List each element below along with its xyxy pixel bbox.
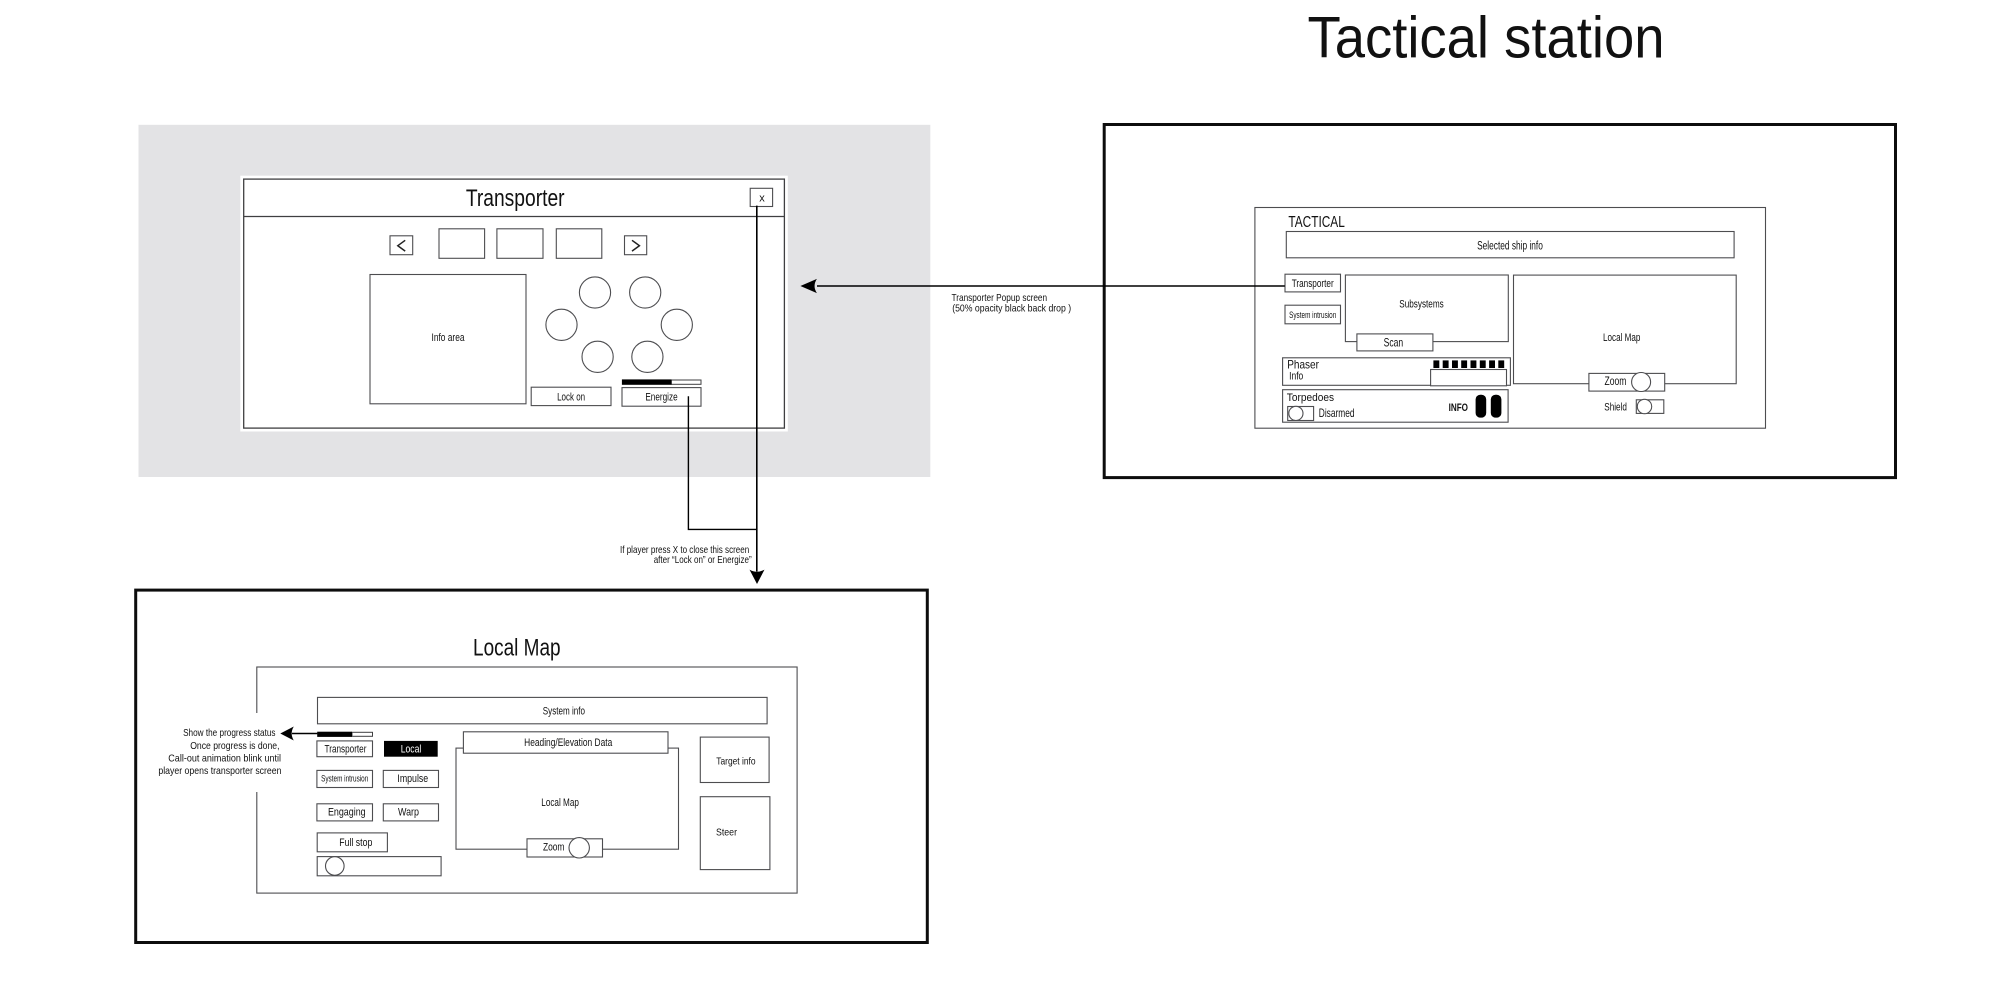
svg-text:Transporter: Transporter bbox=[325, 743, 367, 755]
svg-text:Selected ship info: Selected ship info bbox=[1477, 241, 1543, 253]
svg-text:INFO: INFO bbox=[1449, 402, 1469, 414]
svg-text:Zoom: Zoom bbox=[1605, 374, 1627, 388]
svg-text:Engaging: Engaging bbox=[328, 807, 366, 819]
svg-text:Once progress is done,: Once progress is done, bbox=[190, 741, 279, 752]
svg-text:Steer: Steer bbox=[716, 827, 737, 839]
svg-text:TACTICAL: TACTICAL bbox=[1288, 214, 1345, 231]
svg-text:after “Lock on” or Energize”: after “Lock on” or Energize” bbox=[654, 554, 752, 566]
svg-text:(50% opacity black back drop ): (50% opacity black back drop ) bbox=[952, 302, 1071, 314]
svg-text:Info: Info bbox=[1289, 371, 1303, 383]
svg-text:Disarmed: Disarmed bbox=[1319, 407, 1355, 420]
svg-text:Transporter Popup screen: Transporter Popup screen bbox=[952, 292, 1048, 304]
svg-text:Local: Local bbox=[401, 743, 422, 755]
svg-text:Show the progress status: Show the progress status bbox=[183, 728, 275, 739]
svg-text:System intrusion: System intrusion bbox=[1289, 310, 1336, 321]
svg-text:player opens transporter scree: player opens transporter screen bbox=[158, 766, 281, 777]
svg-text:Torpedoes: Torpedoes bbox=[1287, 392, 1335, 404]
svg-text:If player press X to close thi: If player press X to close this screen bbox=[620, 544, 749, 556]
svg-text:Tactical station: Tactical station bbox=[1308, 6, 1665, 71]
svg-text:Call-out animation blink until: Call-out animation blink until bbox=[168, 753, 281, 764]
svg-text:Zoom: Zoom bbox=[543, 841, 565, 853]
svg-text:System info: System info bbox=[543, 706, 585, 718]
svg-text:Local Map: Local Map bbox=[473, 635, 561, 662]
svg-text:Target info: Target info bbox=[716, 756, 755, 768]
svg-text:Energize: Energize bbox=[645, 391, 677, 403]
svg-text:Warp: Warp bbox=[398, 807, 419, 819]
svg-text:Shield: Shield bbox=[1604, 401, 1627, 413]
svg-text:Scan: Scan bbox=[1384, 337, 1404, 350]
svg-text:Subsystems: Subsystems bbox=[1399, 298, 1444, 310]
svg-text:Heading/Elevation Data: Heading/Elevation Data bbox=[524, 737, 613, 749]
svg-text:Info area: Info area bbox=[432, 332, 466, 344]
svg-text:Impulse: Impulse bbox=[397, 773, 428, 785]
svg-text:Full stop: Full stop bbox=[339, 837, 372, 849]
svg-text:Transporter: Transporter bbox=[1292, 278, 1334, 290]
svg-text:Local Map: Local Map bbox=[541, 797, 579, 809]
svg-text:System intrusion: System intrusion bbox=[321, 774, 368, 785]
svg-text:Transporter: Transporter bbox=[466, 185, 565, 212]
svg-text:Local Map: Local Map bbox=[1603, 332, 1640, 344]
svg-text:x: x bbox=[759, 192, 765, 204]
svg-text:Phaser: Phaser bbox=[1287, 357, 1319, 371]
svg-text:Lock on: Lock on bbox=[557, 391, 585, 403]
